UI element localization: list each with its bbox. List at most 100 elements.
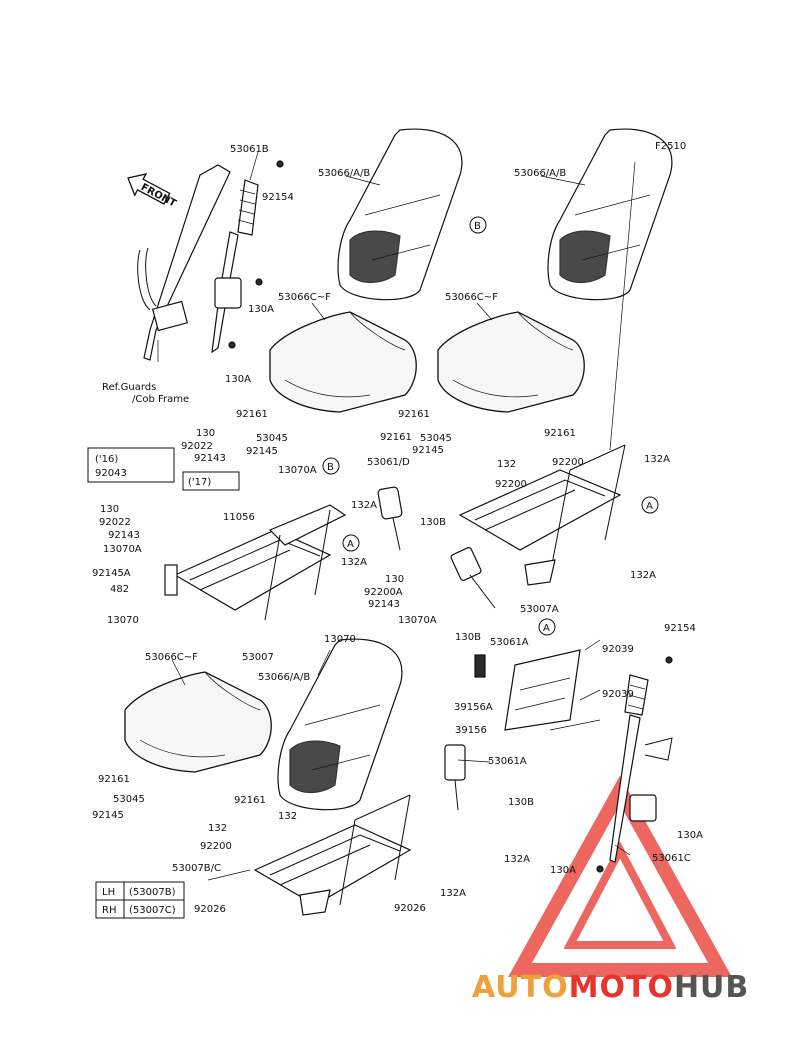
part-label: 39156A <box>454 702 493 713</box>
part-label: 92039 <box>602 644 634 655</box>
year-box-17: ('17) <box>182 471 240 491</box>
svg-text:B: B <box>327 462 334 473</box>
svg-text:A: A <box>543 623 550 634</box>
watermark-triangle <box>508 775 732 977</box>
seat-cushion-1 <box>269 311 417 413</box>
seat-back-3 <box>277 638 403 811</box>
part-label: 92145 <box>412 445 444 456</box>
part-label: 53007A <box>520 604 559 615</box>
part-label: 92143 <box>368 599 400 610</box>
part-label: 92145 <box>92 810 124 821</box>
svg-text:A: A <box>347 539 354 550</box>
part-label: 53066/A/B <box>258 672 310 683</box>
watermark-part1: AUTO <box>472 970 569 1005</box>
part-label: 92161 <box>398 409 430 420</box>
part-label: 92200A <box>364 587 403 598</box>
legend-row-2-part: (53007C) <box>129 905 176 916</box>
part-label: 92161 <box>236 409 268 420</box>
watermark-part3: HUB <box>674 970 749 1005</box>
part-label: 130A <box>225 374 251 385</box>
part-label: 132 <box>497 459 516 470</box>
part-label: 92039 <box>602 689 634 700</box>
legend-row-1-side: LH <box>102 887 115 898</box>
legend-row-2-side: RH <box>102 905 116 916</box>
watermark-logo: AUTOMOTOHUB <box>472 970 749 1005</box>
part-label: 92154 <box>262 192 294 203</box>
belt-buckle-1 <box>377 486 403 551</box>
part-label: 132A <box>440 888 466 899</box>
part-label: 53045 <box>113 794 145 805</box>
part-label: 13070 <box>324 634 356 645</box>
part-label: 11056 <box>223 512 255 523</box>
part-label: 53061C <box>652 853 691 864</box>
seat-belt-right <box>596 656 673 873</box>
seat-belt-left <box>211 160 284 354</box>
svg-text:B: B <box>474 221 481 232</box>
part-label: 53066C~F <box>145 652 198 663</box>
belt-buckle-2 <box>450 547 496 609</box>
part-label: 92145A <box>92 568 131 579</box>
part-label: 13070A <box>278 465 317 476</box>
part-label: 132A <box>630 570 656 581</box>
part-label: 130 <box>196 428 215 439</box>
part-label: 130B <box>508 797 534 808</box>
belt-buckle-3 <box>444 744 466 811</box>
part-label: 92026 <box>394 903 426 914</box>
part-label: 132A <box>341 557 367 568</box>
part-label: 53066/A/B <box>318 168 370 179</box>
part-label: 53061A <box>488 756 527 767</box>
year-box-16: ('16) 92043 <box>87 447 175 483</box>
part-label: 92026 <box>194 904 226 915</box>
part-label: 53066C~F <box>445 292 498 303</box>
part-label: 92200 <box>552 457 584 468</box>
callout-a-2: A <box>641 496 659 514</box>
part-label: 53045 <box>256 433 288 444</box>
callout-b: B <box>469 216 487 234</box>
part-label: 53066C~F <box>278 292 331 303</box>
seat-frame-1 <box>164 504 347 621</box>
part-label: 132A <box>504 854 530 865</box>
svg-text:('16): ('16) <box>95 454 118 465</box>
svg-text:A: A <box>646 501 653 512</box>
part-label: 92161 <box>234 795 266 806</box>
seat-cushion-2 <box>437 311 585 413</box>
part-label: 92143 <box>194 453 226 464</box>
part-label: 92161 <box>98 774 130 785</box>
front-arrow-label: FRONT <box>139 182 178 210</box>
part-label: 130 <box>100 504 119 515</box>
seat-back-2 <box>547 128 673 301</box>
part-label: 130B <box>455 632 481 643</box>
callout-b-2: B <box>322 457 340 475</box>
part-label: 92143 <box>108 530 140 541</box>
svg-text:('17): ('17) <box>188 477 211 488</box>
callout-a-3: A <box>538 618 556 636</box>
part-label: 92154 <box>664 623 696 634</box>
part-label: 132A <box>644 454 670 465</box>
part-label: 92145 <box>246 446 278 457</box>
part-label: 53061/D <box>367 457 410 468</box>
part-label: 92022 <box>99 517 131 528</box>
part-label: 92161 <box>544 428 576 439</box>
svg-text:AUTOMOTOHUB: AUTOMOTOHUB <box>472 970 749 1005</box>
seat-back-1 <box>337 128 463 301</box>
leader-lines <box>171 151 636 881</box>
part-label: 132 <box>208 823 227 834</box>
part-label: 92200 <box>200 841 232 852</box>
part-label: 13070 <box>107 615 139 626</box>
part-label: 53061B <box>230 144 269 155</box>
svg-text:92043: 92043 <box>95 468 127 479</box>
part-label: 53066/A/B <box>514 168 566 179</box>
part-label: 53061A <box>490 637 529 648</box>
part-label: 130A <box>677 830 703 841</box>
seat-plate <box>474 649 581 731</box>
part-label: 482 <box>110 584 129 595</box>
part-label: 92022 <box>181 441 213 452</box>
figure-code: F2510 <box>655 141 686 152</box>
front-arrow: FRONT <box>127 173 178 210</box>
legend-row-1-part: (53007B) <box>129 887 176 898</box>
seat-frame-3 <box>253 794 412 916</box>
ref-note-line1: Ref.Guards <box>102 382 156 393</box>
part-label: 92161 <box>380 432 412 443</box>
